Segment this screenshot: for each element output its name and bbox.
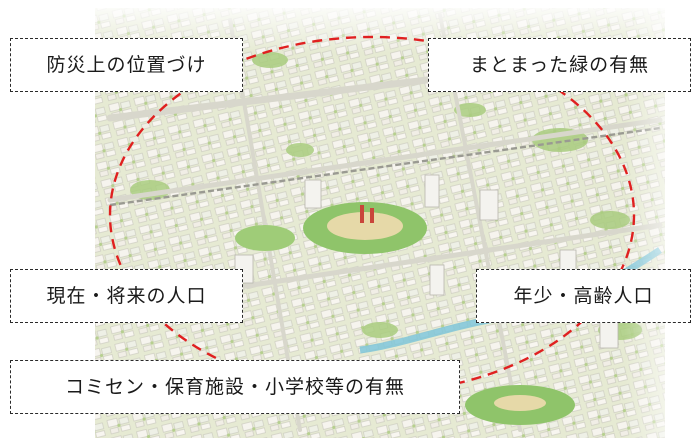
label-facilities: コミセン・保育施設・小学校等の有無	[10, 360, 460, 414]
label-facilities-text: コミセン・保育施設・小学校等の有無	[64, 375, 405, 398]
label-youth-elderly: 年少・高齢人口	[476, 269, 691, 323]
label-youth-elderly-text: 年少・高齢人口	[513, 284, 654, 307]
label-green-space-text: まとまった緑の有無	[469, 53, 650, 76]
label-population: 現在・将来の人口	[10, 269, 243, 323]
label-population-text: 現在・将来の人口	[46, 284, 207, 307]
label-disaster-prevention-text: 防災上の位置づけ	[46, 53, 207, 76]
label-green-space: まとまった緑の有無	[428, 38, 691, 92]
label-disaster-prevention: 防災上の位置づけ	[10, 38, 243, 92]
